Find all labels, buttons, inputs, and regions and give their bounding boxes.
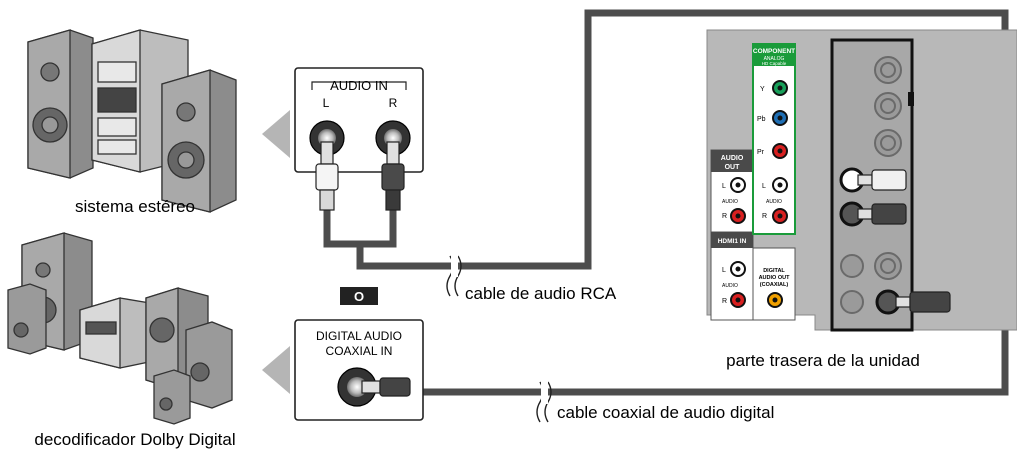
stereo-caption: sistema estéreo <box>75 197 195 216</box>
stereo-system-illustration <box>27 29 237 213</box>
unit-back-caption: parte trasera de la unidad <box>726 351 920 370</box>
audio-out-r: R <box>722 213 727 220</box>
unit-back-panel: AUDIO OUT L AUDIO R HDMI1 IN L AUDIO R C… <box>706 29 1017 332</box>
zoom-plug-white <box>857 169 907 191</box>
digital-box-line1: DIGITAL AUDIO <box>316 329 402 343</box>
hdmi-audio: AUDIO <box>722 283 738 289</box>
break-gap-rca <box>451 255 458 277</box>
audio-in-title: AUDIO IN <box>330 78 388 93</box>
audio-out-l: L <box>722 183 726 190</box>
decoder-caption: decodificador Dolby Digital <box>34 430 235 449</box>
y-label: Y <box>760 86 765 93</box>
component-label: COMPONENT <box>753 48 795 55</box>
digital-out-2: AUDIO OUT <box>759 275 791 281</box>
digital-out-section <box>752 247 796 321</box>
rca-cable-caption: cable de audio RCA <box>465 284 617 303</box>
zoom-plug-coax <box>895 291 951 313</box>
rca-cable-path <box>323 205 397 248</box>
arrow-decoder <box>262 346 290 394</box>
audio-in-box: AUDIO IN L R <box>294 67 424 173</box>
hd-capable-label: HD Capable <box>762 61 787 66</box>
component-section <box>752 43 796 235</box>
zoom-plug-red <box>857 203 907 225</box>
audio-out-audio: AUDIO <box>722 199 738 205</box>
comp-audio: AUDIO <box>766 199 782 205</box>
rca-plug-red <box>381 141 405 211</box>
comp-r: R <box>762 213 767 220</box>
hdmi1-in-label: HDMI1 IN <box>718 238 747 245</box>
audio-in-right-label: R <box>389 96 398 110</box>
pr-label: Pr <box>757 149 765 156</box>
audio-out-label-2: OUT <box>725 164 741 171</box>
or-label: O <box>354 289 364 304</box>
break-gap-coax <box>541 382 548 404</box>
dolby-decoder-illustration <box>7 232 233 425</box>
coax-cable-caption: cable coaxial de audio digital <box>557 403 774 422</box>
cable-break-marks <box>446 255 552 423</box>
coax-plug <box>361 377 411 397</box>
digital-box-line2: COAXIAL IN <box>326 344 393 358</box>
digital-out-3: (COAXIAL) <box>760 282 789 288</box>
arrow-stereo <box>262 110 290 158</box>
hdmi-r: R <box>722 298 727 305</box>
digital-out-1: DIGITAL <box>763 268 785 274</box>
or-badge <box>340 287 378 305</box>
rca-plug-white <box>315 141 339 211</box>
audio-out-label-1: AUDIO <box>721 155 744 162</box>
comp-l: L <box>762 183 766 190</box>
pb-label: Pb <box>757 116 766 123</box>
audio-in-left-label: L <box>323 96 330 110</box>
digital-audio-in-box: DIGITAL AUDIO COAXIAL IN <box>294 319 424 421</box>
analog-label: ANALOG <box>764 56 785 62</box>
hdmi-l: L <box>722 267 726 274</box>
